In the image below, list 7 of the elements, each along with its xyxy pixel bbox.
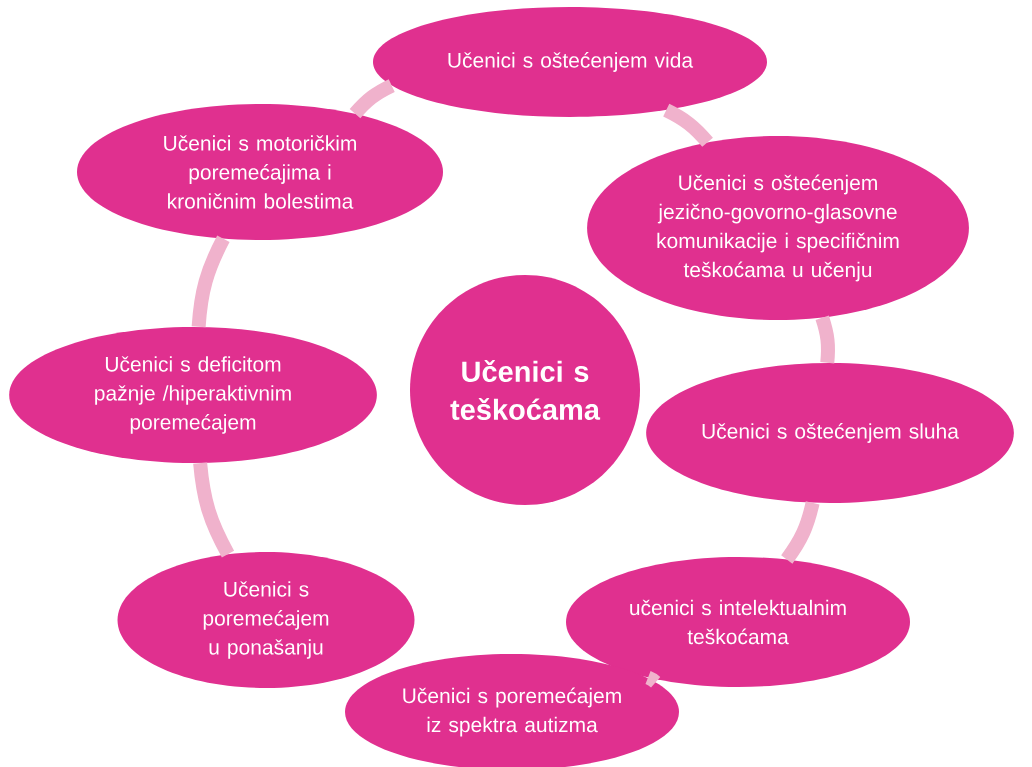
ring-connector bbox=[663, 103, 713, 147]
ring-connector bbox=[645, 671, 661, 688]
ring-connector bbox=[191, 235, 230, 328]
ring-connector bbox=[781, 501, 820, 564]
ring-connector bbox=[349, 79, 395, 119]
ring-connector bbox=[193, 462, 235, 558]
ring-connector bbox=[815, 315, 835, 364]
